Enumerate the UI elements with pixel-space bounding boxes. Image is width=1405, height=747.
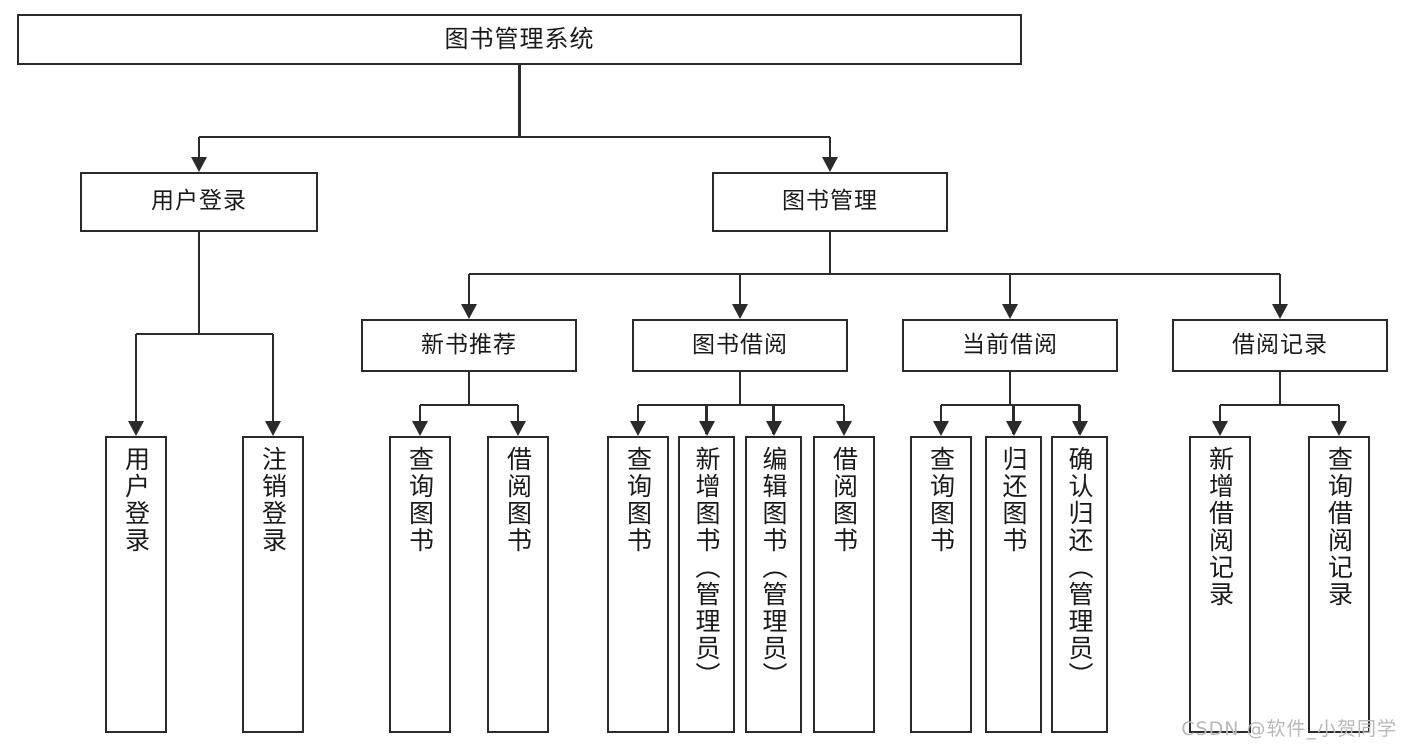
connector-root-stem [518, 65, 521, 137]
arrow-head-icon [128, 421, 144, 436]
connector-bookborrow-drop-0 [636, 405, 640, 434]
connector-borrowrecord-drop-1 [1337, 405, 1341, 434]
arrow-head-icon [1212, 421, 1228, 436]
node-current-borrow[interactable]: 当前借阅 [902, 319, 1118, 372]
node-book-borrow-label: 图书借阅 [692, 331, 788, 358]
node-leaf-add-book-admin[interactable]: 新增图书（管理员） [678, 436, 735, 733]
connector-bookborrow-bar [638, 403, 844, 407]
connector-currentborrow-stem [1008, 372, 1012, 405]
connector-newbook-drop-1 [516, 405, 520, 434]
node-leaf-logout-login-label: 注销登录 [258, 446, 288, 554]
arrow-head-icon [1331, 421, 1347, 436]
node-borrow-record-label: 借阅记录 [1232, 331, 1328, 358]
node-leaf-add-borrow-record-label: 新增借阅记录 [1205, 446, 1235, 608]
arrow-head-icon [1005, 421, 1022, 436]
connector-bookmgmt-drop-3 [1278, 274, 1282, 317]
connector-newbook-drop-0 [418, 405, 422, 434]
node-leaf-query-book-borrow-label: 查询图书 [623, 446, 653, 554]
arrow-head-icon [732, 304, 748, 319]
node-leaf-borrow-book-label: 借阅图书 [829, 446, 859, 554]
node-book-borrow[interactable]: 图书借阅 [632, 319, 848, 372]
node-new-book-recommend-label: 新书推荐 [421, 331, 517, 358]
node-new-book-recommend[interactable]: 新书推荐 [361, 319, 577, 372]
node-leaf-borrow-book-new[interactable]: 借阅图书 [487, 436, 549, 733]
node-leaf-edit-book-admin-label: 编辑图书（管理员） [759, 446, 788, 689]
node-user-login[interactable]: 用户登录 [80, 172, 318, 232]
node-leaf-confirm-return-admin[interactable]: 确认归还（管理员） [1051, 436, 1108, 733]
node-leaf-query-book-current-label: 查询图书 [926, 446, 956, 554]
connector-newbook-stem [467, 372, 471, 405]
node-leaf-query-borrow-record-label: 查询借阅记录 [1324, 446, 1354, 608]
connector-currentborrow-drop-0 [939, 405, 943, 434]
node-leaf-query-book-current[interactable]: 查询图书 [910, 436, 972, 733]
connector-root-drop-1 [828, 137, 832, 170]
connector-borrowrecord-bar [1220, 403, 1339, 407]
connector-userlogin-drop-1 [271, 334, 275, 434]
node-leaf-return-book-label: 归还图书 [999, 446, 1028, 554]
connector-currentborrow-drop-2 [1078, 405, 1081, 434]
arrow-head-icon [836, 421, 852, 436]
arrow-head-icon [698, 421, 715, 436]
node-user-login-label: 用户登录 [151, 188, 247, 215]
connector-currentborrow-drop-1 [1012, 405, 1015, 434]
node-root-label: 图书管理系统 [444, 25, 595, 54]
connector-userlogin-drop-0 [134, 334, 138, 434]
node-leaf-query-borrow-record[interactable]: 查询借阅记录 [1308, 436, 1370, 733]
connector-bookmgmt-drop-2 [1008, 274, 1012, 317]
connector-bookborrow-drop-3 [842, 405, 846, 434]
arrow-head-icon [461, 304, 477, 319]
arrow-head-icon [630, 421, 646, 436]
node-leaf-borrow-book-new-label: 借阅图书 [503, 446, 533, 554]
node-leaf-borrow-book[interactable]: 借阅图书 [813, 436, 875, 733]
node-borrow-record[interactable]: 借阅记录 [1172, 319, 1388, 372]
connector-bookborrow-drop-2 [772, 405, 775, 434]
node-leaf-return-book[interactable]: 归还图书 [985, 436, 1042, 733]
node-leaf-add-book-admin-label: 新增图书（管理员） [692, 446, 721, 689]
connector-newbook-bar [420, 403, 518, 407]
arrow-head-icon [822, 157, 838, 172]
connector-root-bar [199, 135, 830, 139]
arrow-head-icon [191, 157, 207, 172]
connector-userlogin-stem [197, 232, 201, 334]
node-book-management[interactable]: 图书管理 [712, 172, 948, 232]
node-current-borrow-label: 当前借阅 [962, 331, 1058, 358]
node-book-management-label: 图书管理 [782, 188, 878, 215]
arrow-head-icon [1272, 304, 1288, 319]
connector-userlogin-bar [136, 332, 273, 336]
connector-bookmgmt-bar [469, 272, 1280, 276]
arrow-head-icon [933, 421, 949, 436]
connector-root-drop-0 [197, 137, 201, 170]
connector-bookmgmt-drop-1 [738, 274, 742, 317]
node-leaf-query-book-new-label: 查询图书 [405, 446, 435, 554]
node-leaf-confirm-return-admin-label: 确认归还（管理员） [1065, 446, 1094, 689]
node-leaf-add-borrow-record[interactable]: 新增借阅记录 [1189, 436, 1251, 733]
arrow-head-icon [510, 421, 526, 436]
connector-bookborrow-drop-1 [705, 405, 708, 434]
connector-borrowrecord-stem [1278, 372, 1282, 405]
connector-bookborrow-stem [738, 372, 742, 405]
node-root[interactable]: 图书管理系统 [17, 14, 1022, 65]
node-leaf-query-book-borrow[interactable]: 查询图书 [607, 436, 669, 733]
node-leaf-edit-book-admin[interactable]: 编辑图书（管理员） [745, 436, 802, 733]
node-leaf-query-book-new[interactable]: 查询图书 [389, 436, 451, 733]
arrow-head-icon [765, 421, 782, 436]
node-leaf-user-login[interactable]: 用户登录 [105, 436, 167, 733]
arrow-head-icon [1002, 304, 1018, 319]
arrow-head-icon [265, 421, 281, 436]
arrow-head-icon [1071, 421, 1088, 436]
node-leaf-logout-login[interactable]: 注销登录 [242, 436, 304, 733]
connector-currentborrow-bar [941, 403, 1080, 407]
arrow-head-icon [412, 421, 428, 436]
connector-borrowrecord-drop-0 [1218, 405, 1222, 434]
node-leaf-user-login-label: 用户登录 [121, 446, 151, 554]
connector-bookmgmt-drop-0 [467, 274, 471, 317]
connector-bookmgmt-stem [828, 232, 832, 274]
